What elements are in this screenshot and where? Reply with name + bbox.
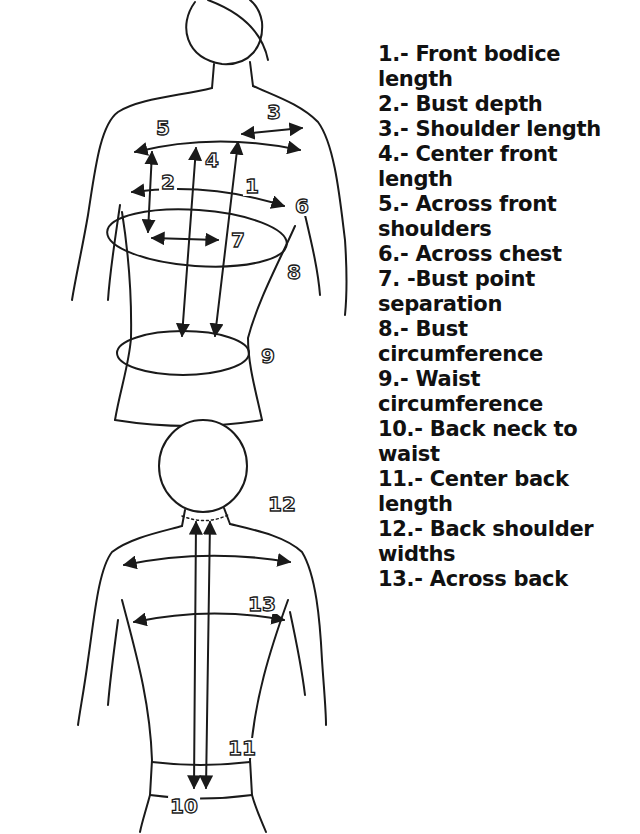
bust-separation-arrow <box>152 238 218 240</box>
back-shoulder-arrow <box>124 556 290 565</box>
callout-number: 1 <box>243 176 261 196</box>
measurement-name: 9.- Waist circumference <box>378 367 632 417</box>
back-right-side <box>250 600 288 832</box>
callout-number: 13 <box>246 594 278 614</box>
right-side <box>248 226 295 420</box>
measurement-name: 5.- Across front shoulders <box>378 192 632 242</box>
measurement-name: 10.- Back neck to waist <box>378 417 632 467</box>
callout-number: 10 <box>168 796 200 816</box>
center-back-arrow <box>206 522 210 788</box>
callout-number: 11 <box>226 738 258 758</box>
measurement-name: 7. -Bust point separation <box>378 267 632 317</box>
back-right-inner <box>290 612 305 695</box>
front-figure <box>72 0 347 426</box>
measurement-name: 6.- Across chest <box>378 242 632 267</box>
left-arm <box>72 88 212 300</box>
callout-number: 5 <box>154 118 172 138</box>
left-side <box>115 212 131 420</box>
callout-number: 4 <box>203 150 221 170</box>
shoulder-length-arrow <box>242 128 302 134</box>
callout-number: 7 <box>229 230 247 250</box>
back-left-side <box>122 600 152 832</box>
across-chest-arrow <box>132 189 284 206</box>
bust-depth-arrow <box>148 152 152 232</box>
callout-number: 12 <box>266 494 298 514</box>
measurement-name: 11.- Center back length <box>378 467 632 517</box>
bust-ellipse <box>105 204 288 272</box>
right-arm-inner <box>305 215 320 295</box>
measurement-name: 3.- Shoulder length <box>378 117 632 142</box>
back-right-arm <box>230 524 326 725</box>
callout-number: 9 <box>259 346 277 366</box>
callout-number: 8 <box>285 262 303 282</box>
back-figure <box>78 420 326 832</box>
back-neck <box>182 508 230 526</box>
head-side <box>208 0 268 60</box>
measurement-name: 2.- Bust depth <box>378 92 632 117</box>
back-left-arm <box>78 526 182 725</box>
neckline-dots <box>182 514 230 521</box>
measurement-name: 8.- Bust circumference <box>378 317 632 367</box>
front-arrows <box>132 128 302 336</box>
waist-band <box>150 762 252 799</box>
measurement-name: 13.- Across back <box>378 567 632 592</box>
back-left-inner <box>108 620 118 705</box>
back-arrows <box>124 522 290 788</box>
callout-number: 3 <box>265 102 283 122</box>
measurement-name: 4.- Center front length <box>378 142 632 192</box>
head <box>186 0 262 64</box>
center-front-arrow <box>182 148 196 336</box>
back-head <box>159 420 247 512</box>
measurement-list: 1.- Front bodice length2.- Bust depth3.-… <box>378 42 632 592</box>
callout-number: 6 <box>293 196 311 216</box>
measurement-name: 12.- Back shoulder widths <box>378 517 632 567</box>
neck <box>212 62 253 88</box>
callout-number: 2 <box>159 172 177 192</box>
back-neck-waist-arrow <box>194 522 196 788</box>
waist-ellipse <box>117 331 249 375</box>
measurement-name: 1.- Front bodice length <box>378 42 632 92</box>
